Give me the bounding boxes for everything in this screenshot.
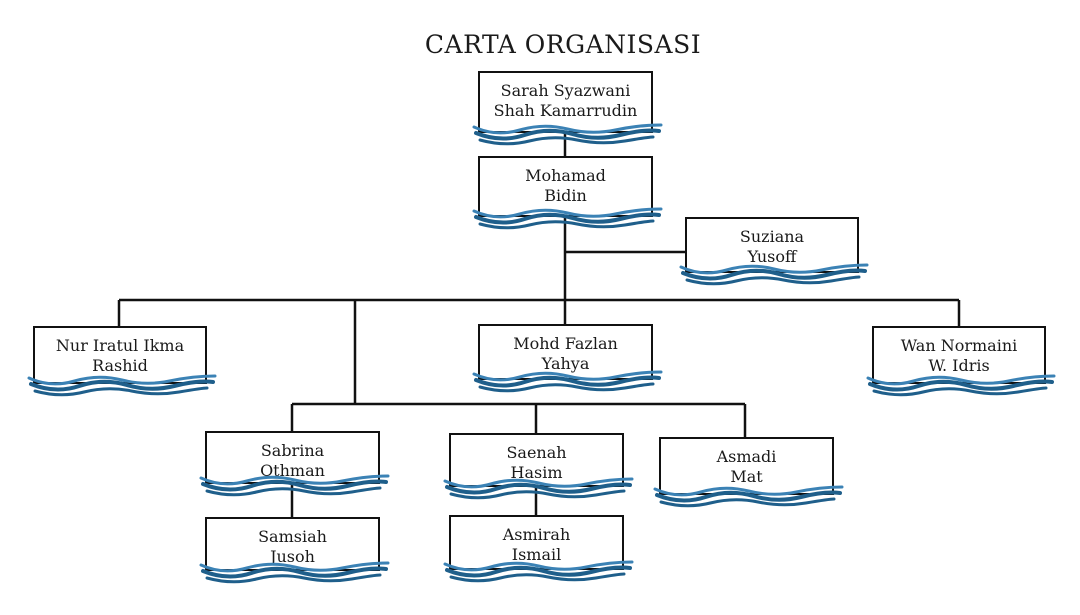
person-name: Nur Iratul Ikma Rashid (55, 336, 185, 375)
person-name: Asmadi Mat (716, 447, 777, 486)
person-box-mohamad: Mohamad Bidin (472, 156, 663, 230)
person-box-saenah: Saenah Hasim (443, 433, 634, 500)
person-box-samsiah: Samsiah Jusoh (199, 517, 390, 584)
person-box-suziana: Suziana Yusoff (679, 217, 869, 286)
person-box-sarah: Sarah Syazwani Shah Kamarrudin (472, 71, 663, 146)
person-name: Mohd Fazlan Yahya (513, 334, 618, 373)
person-name: Mohamad Bidin (525, 166, 606, 205)
person-box-sabrina: Sabrina Othman (199, 431, 390, 497)
person-name: Suziana Yusoff (739, 227, 805, 266)
person-box-wan: Wan Normaini W. Idris (866, 326, 1056, 397)
person-box-fazlan: Mohd Fazlan Yahya (472, 324, 663, 393)
person-name: Saenah Hasim (506, 443, 567, 482)
person-name: Wan Normaini W. Idris (900, 336, 1018, 375)
person-name: Samsiah Jusoh (258, 527, 327, 566)
person-name: Asmirah Ismail (502, 525, 571, 564)
person-box-asmadi: Asmadi Mat (653, 437, 844, 508)
person-name: Sabrina Othman (260, 441, 325, 480)
chart-title: CARTA ORGANISASI (424, 30, 702, 59)
person-box-nur: Nur Iratul Ikma Rashid (27, 326, 217, 397)
person-box-asmirah: Asmirah Ismail (443, 515, 634, 583)
person-name: Sarah Syazwani Shah Kamarrudin (493, 81, 638, 120)
